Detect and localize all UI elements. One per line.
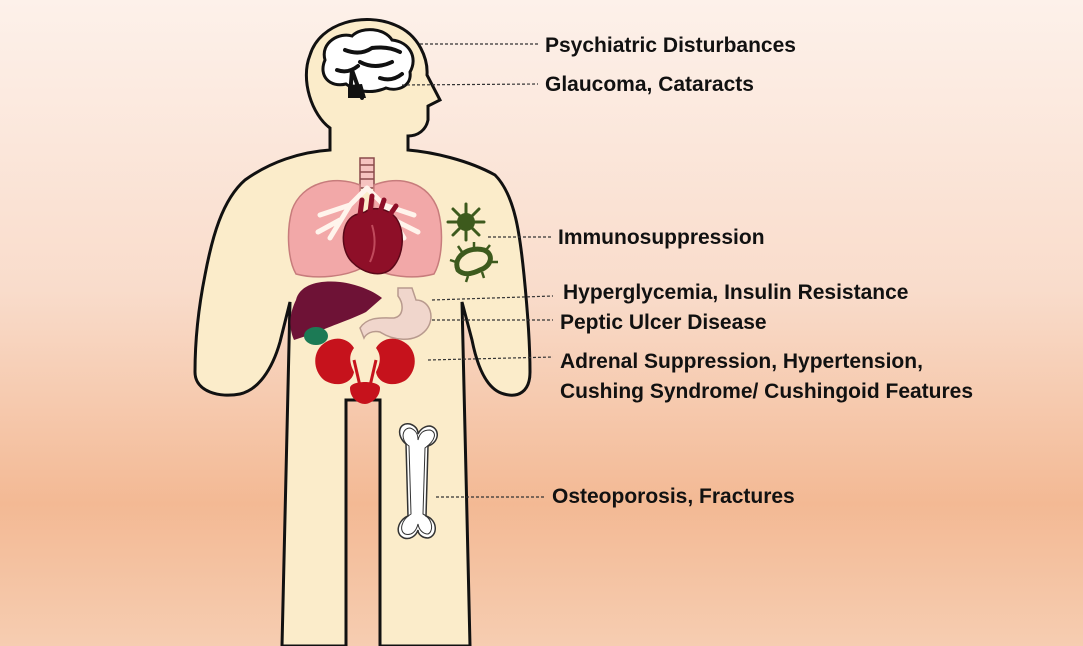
- gallbladder-icon: [304, 327, 328, 345]
- trachea-icon: [360, 158, 374, 188]
- label-ulcer: Peptic Ulcer Disease: [560, 308, 767, 338]
- label-eye: Glaucoma, Cataracts: [545, 70, 754, 100]
- label-immune: Immunosuppression: [558, 223, 765, 253]
- label-adrenal-line1: Adrenal Suppression, Hypertension,: [560, 347, 923, 377]
- label-adrenal-line2: Cushing Syndrome/ Cushingoid Features: [560, 377, 973, 407]
- label-psychiatric: Psychiatric Disturbances: [545, 31, 796, 61]
- label-bone: Osteoporosis, Fractures: [552, 482, 795, 512]
- label-glucose: Hyperglycemia, Insulin Resistance: [563, 278, 908, 308]
